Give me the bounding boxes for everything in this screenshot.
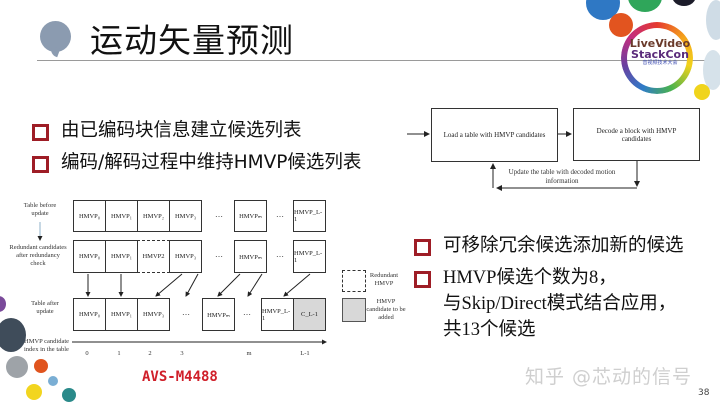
- bullet-line: 与Skip/Direct模式结合应用，: [443, 294, 677, 314]
- bullet-text-multiline: HMVP候选个数为8， 与Skip/Direct模式结合应用， 共13个候选: [443, 265, 676, 343]
- legend-redundant-swatch: [342, 270, 366, 292]
- square-bullet-icon: [32, 156, 49, 173]
- right-bullet-list: 可移除冗余候选添加新的候选 HMVP候选个数为8， 与Skip/Direct模式…: [414, 233, 684, 343]
- load-table-label: Load a table with HMVP candidates: [443, 131, 546, 139]
- ellipsis: …: [182, 308, 190, 317]
- table-cell: HMVP₀: [73, 200, 106, 232]
- logo-line2: StackCon: [631, 48, 689, 61]
- decode-block-label: Decode a block with HMVP candidates: [596, 126, 677, 143]
- legend-redundant-label: Redundant HMVP: [369, 272, 399, 287]
- left-bullet-list: 由已编码块信息建立候选列表 编码/解码过程中维持HMVP候选列表: [32, 118, 361, 176]
- decode-block-box: Decode a block with HMVP candidates: [573, 108, 700, 161]
- bullet-item: 编码/解码过程中维持HMVP候选列表: [32, 150, 361, 176]
- table-cell: HMVP₃: [169, 240, 202, 273]
- bullet-text: 可移除冗余候选添加新的候选: [443, 236, 684, 256]
- bullet-line: HMVP候选个数为8，: [443, 268, 617, 288]
- table-cell: HMVP₃: [169, 200, 202, 232]
- square-bullet-icon: [32, 124, 49, 141]
- row-label-redundant: Redundant candidates after redundancy ch…: [9, 244, 67, 267]
- bullet-text: 由已编码块信息建立候选列表: [61, 120, 302, 141]
- ellipsis: …: [215, 210, 223, 219]
- index-label: 1: [117, 350, 121, 357]
- bullet-item: 由已编码块信息建立候选列表: [32, 118, 361, 144]
- ellipsis: …: [276, 250, 284, 259]
- ellipsis: …: [276, 210, 284, 219]
- legend-new-swatch: [342, 298, 366, 322]
- table-cell: HMVP₃: [137, 298, 170, 331]
- bullet-line: 共13个候选: [443, 320, 536, 340]
- index-label: 2: [148, 350, 152, 357]
- load-table-box: Load a table with HMVP candidates: [431, 108, 558, 162]
- hmvp-table-diagram: Table before update Redundant candidates…: [0, 190, 406, 370]
- index-label: 3: [180, 350, 184, 357]
- table-cell: HMVP₁: [105, 240, 138, 273]
- table-cell: HMVP_L-1: [261, 298, 294, 331]
- logo-line1: LiveVideo: [629, 37, 691, 50]
- row-label-after: Table after update: [31, 300, 59, 315]
- update-table-label: Update the table with decoded motion inf…: [508, 168, 616, 185]
- index-label: 0: [85, 350, 89, 357]
- table-arrows: [37, 222, 327, 345]
- bullet-text: 编码/解码过程中维持HMVP候选列表: [61, 152, 362, 173]
- watermark: 知乎 @芯动的信号: [525, 366, 693, 388]
- decorative-circles: [0, 290, 80, 405]
- row-label-before: Table before update: [23, 202, 57, 217]
- table-cell: HMVP₀: [73, 240, 106, 273]
- title-divider: [37, 60, 720, 61]
- table-cell: HMVPₘ: [234, 240, 267, 273]
- index-label: m: [246, 350, 252, 357]
- logo-line3: 音视频技术大会: [642, 60, 678, 66]
- table-cell: HMVP_L-1: [293, 240, 326, 273]
- table-cell: HMVPₘ: [202, 298, 235, 331]
- reference-id: AVS-M4488: [142, 369, 218, 385]
- square-bullet-icon: [414, 239, 431, 256]
- ellipsis: …: [215, 250, 223, 259]
- table-cell: HMVPₘ: [234, 200, 267, 232]
- title-bullet-icon: [40, 21, 71, 52]
- flow-arrows: [407, 131, 640, 191]
- page-title: 运动矢量预测: [90, 21, 294, 60]
- square-bullet-icon: [414, 271, 431, 288]
- table-cell: HMVP₁: [105, 298, 138, 331]
- hmvp-flow-diagram: Load a table with HMVP candidates Decode…: [395, 100, 720, 200]
- table-cell: HMVP₁: [105, 200, 138, 232]
- bullet-item: 可移除冗余候选添加新的候选: [414, 233, 684, 259]
- table-cell: HMVP₂: [137, 200, 170, 232]
- bullet-item: HMVP候选个数为8， 与Skip/Direct模式结合应用， 共13个候选: [414, 265, 684, 343]
- ellipsis: …: [243, 308, 251, 317]
- redundant-cell: HMVP2: [137, 240, 170, 273]
- index-label: L-1: [300, 350, 310, 357]
- conference-logo: LiveVideo StackCon 音视频技术大会: [586, 0, 720, 100]
- new-candidate-cell: C_L-1: [293, 298, 326, 331]
- table-cell: HMVP_L-1: [293, 200, 326, 232]
- legend-new-label: HMVP candidate to be added: [366, 298, 406, 321]
- page-number: 38: [698, 388, 710, 398]
- row-label-index: HMVP candidate index in the table: [24, 338, 70, 353]
